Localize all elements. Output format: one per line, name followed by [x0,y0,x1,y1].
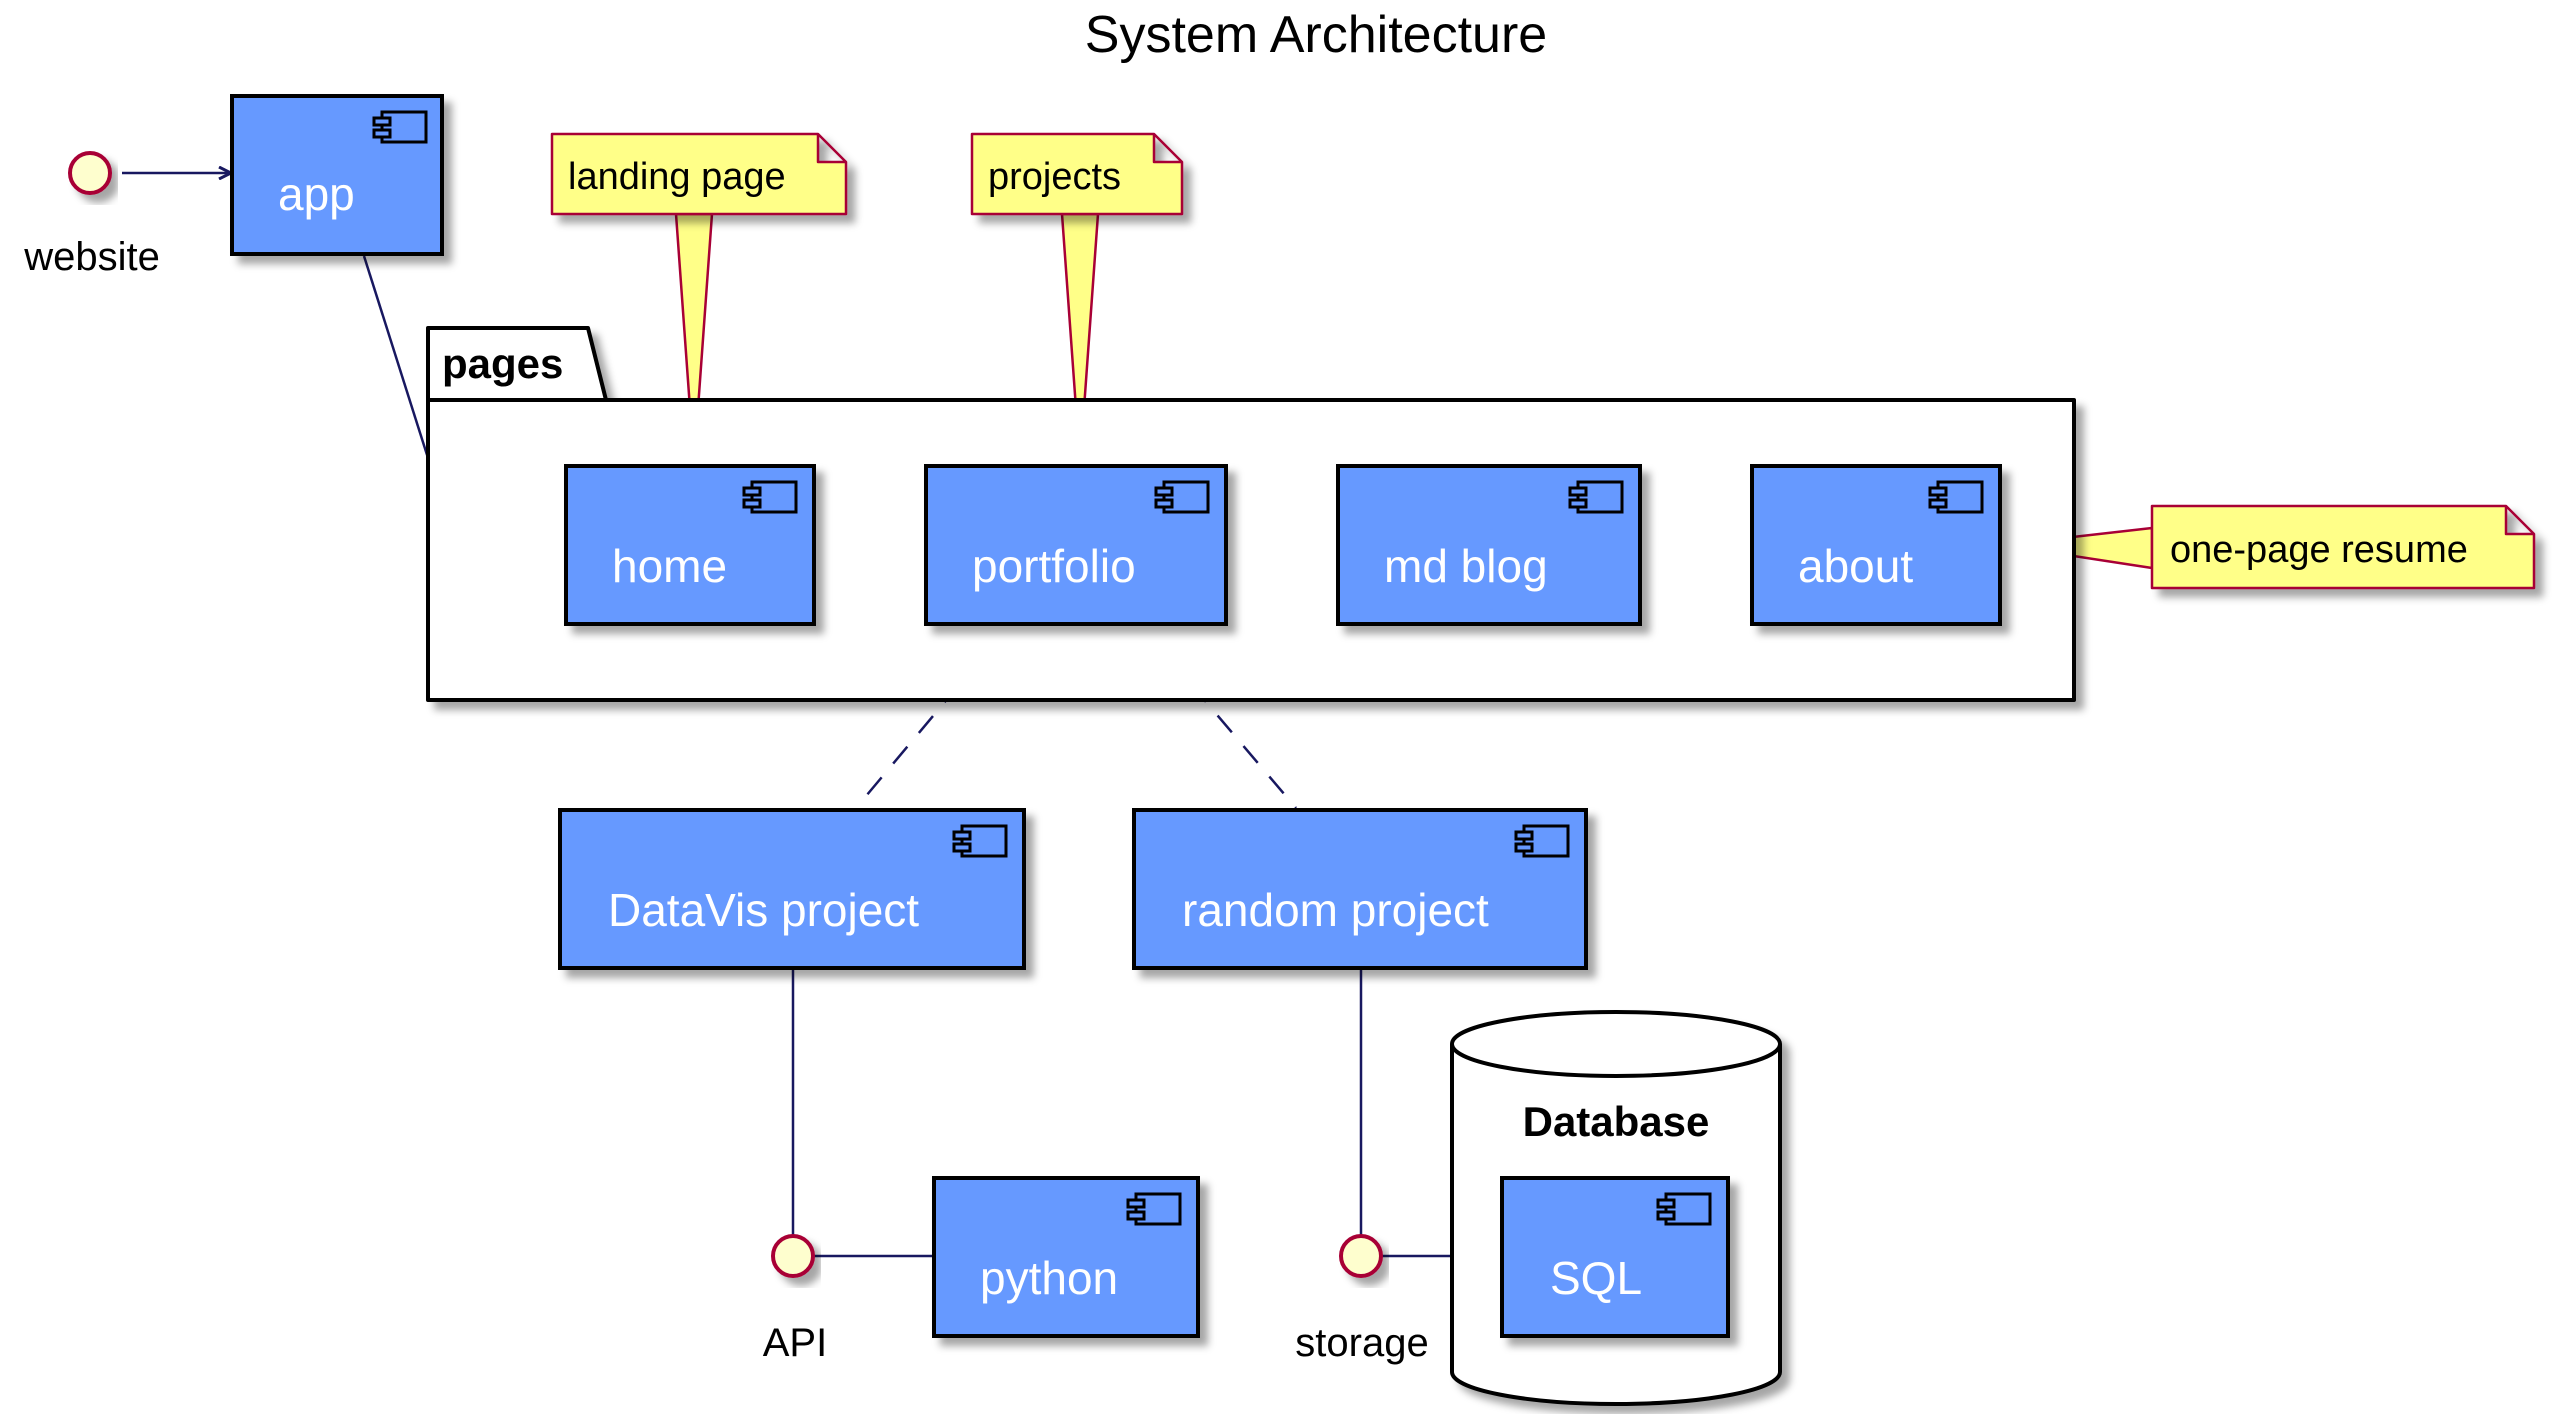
random-box [1132,808,1588,970]
md-blog-box [1336,464,1642,626]
python-box [932,1176,1200,1338]
home-box [564,464,816,626]
note-landing-page: landing page [550,132,848,216]
storage-label: storage [1295,1321,1428,1365]
diagram-title: System Architecture [1085,6,1547,64]
pages-package-label: pages [442,340,563,387]
component-datavis-project: DataVis project [558,808,1026,970]
about-label: about [1798,540,1913,592]
connectors [122,173,1500,1258]
landing-note-text: landing page [568,156,786,198]
app-to-pages-link [362,255,430,459]
database-label: Database [1523,1098,1710,1145]
random-label: random project [1182,884,1489,936]
sql-label: SQL [1550,1252,1642,1304]
api-interface-circle [771,1234,815,1278]
interface-website: website [23,151,160,279]
website-label: website [23,235,160,279]
note-one-page-resume: one-page resume [2150,504,2536,590]
component-sql: SQL [1500,1176,1730,1338]
component-home: home [564,464,816,626]
portfolio-label: portfolio [972,540,1136,592]
resume-note-box [2150,504,2536,590]
resume-note-text: one-page resume [2170,529,2468,571]
interface-storage: storage [1295,1234,1429,1365]
python-label: python [980,1252,1118,1304]
pages-package-frame [426,326,2076,702]
app-label: app [278,168,355,220]
component-app: app [230,94,444,256]
interface-api: API [763,1234,827,1365]
component-python: python [932,1176,1200,1338]
datavis-box [558,808,1026,970]
package-pages: pages [426,326,2076,702]
component-portfolio: portfolio [924,464,1228,626]
projects-note-text: projects [988,156,1121,198]
component-md-blog: md blog [1336,464,1642,626]
landing-note-box [550,132,848,216]
note-projects: projects [970,132,1184,216]
component-random-project: random project [1132,808,1588,970]
home-label: home [612,540,727,592]
about-box [1750,464,2002,626]
md-blog-label: md blog [1384,540,1548,592]
storage-interface-circle [1339,1234,1383,1278]
website-interface-circle [68,151,112,195]
api-label: API [763,1321,827,1365]
sql-box [1500,1176,1730,1338]
datavis-label: DataVis project [608,884,919,936]
projects-note-box [970,132,1184,216]
component-about: about [1750,464,2002,626]
database-cylinder-rim [1450,1043,1782,1078]
app-box [230,94,444,256]
portfolio-box [924,464,1228,626]
